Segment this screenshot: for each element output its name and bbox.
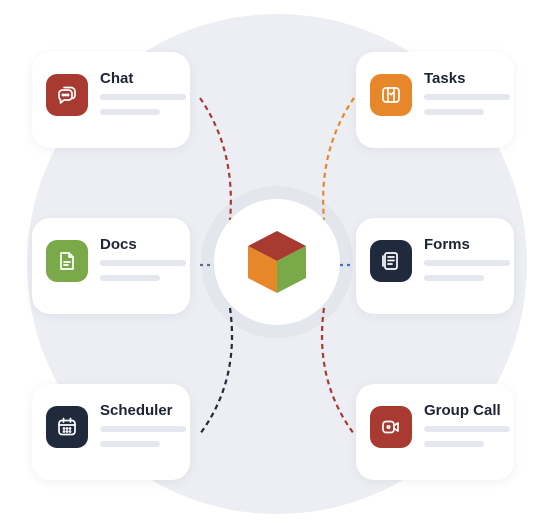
- node-card-forms[interactable]: Forms: [356, 218, 514, 314]
- connector-group-call: [320, 307, 355, 435]
- node-card-tasks[interactable]: Tasks: [356, 52, 514, 148]
- node-card-chat[interactable]: Chat: [32, 52, 190, 148]
- placeholder-line: [424, 441, 484, 447]
- placeholder-line: [100, 275, 160, 281]
- placeholder-line: [100, 260, 186, 266]
- node-label: Docs: [100, 236, 137, 253]
- placeholder-line: [424, 94, 510, 100]
- document-icon: [46, 240, 88, 282]
- connector-chat: [199, 97, 232, 221]
- connector-scheduler: [199, 307, 234, 435]
- forms-icon: [370, 240, 412, 282]
- node-label: Group Call: [424, 402, 501, 419]
- placeholder-line: [100, 94, 186, 100]
- placeholder-line: [100, 441, 160, 447]
- placeholder-line: [424, 275, 484, 281]
- node-label: Chat: [100, 70, 134, 87]
- tasks-icon: [370, 74, 412, 116]
- node-card-scheduler[interactable]: Scheduler: [32, 384, 190, 480]
- node-card-group-call[interactable]: Group Call: [356, 384, 514, 480]
- placeholder-line: [100, 426, 186, 432]
- chat-bubbles-icon: [46, 74, 88, 116]
- node-label: Tasks: [424, 70, 466, 87]
- node-card-docs[interactable]: Docs: [32, 218, 190, 314]
- video-call-icon: [370, 406, 412, 448]
- placeholder-line: [424, 260, 510, 266]
- hub: [214, 199, 340, 325]
- cube-logo-icon: [248, 231, 306, 293]
- node-label: Scheduler: [100, 402, 173, 419]
- connector-tasks: [322, 97, 355, 221]
- placeholder-line: [424, 426, 510, 432]
- placeholder-line: [100, 109, 160, 115]
- placeholder-line: [424, 109, 484, 115]
- node-label: Forms: [424, 236, 470, 253]
- calendar-icon: [46, 406, 88, 448]
